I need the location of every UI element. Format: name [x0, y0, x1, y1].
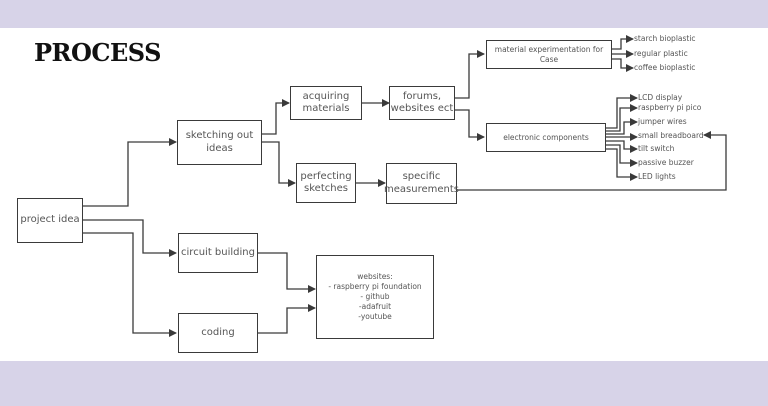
edge-project-sketching — [83, 138, 177, 207]
page-title: PROCESS — [34, 38, 161, 67]
node-label: circuit building — [181, 246, 255, 258]
edge-coding-websites — [258, 304, 316, 334]
edge-specific-breadboard — [457, 131, 727, 191]
edge-material-coffee — [612, 58, 634, 72]
node-label: coding — [201, 326, 235, 338]
node-label: electronic components — [503, 132, 589, 142]
node-circuit-building[interactable]: circuit building — [178, 233, 258, 273]
node-forums-websites[interactable]: forums, websites ect — [389, 86, 455, 120]
node-label: acquiring — [302, 90, 350, 102]
node-label: measurements — [384, 183, 459, 195]
websites-heading: websites: — [357, 271, 393, 281]
websites-item: - github — [360, 291, 390, 301]
edge-elec-led — [606, 148, 638, 181]
node-sketching-out-ideas[interactable]: sketching out ideas — [177, 120, 262, 165]
edge-sketching-acquiring — [262, 99, 290, 135]
leaf-raspberry-pi-pico: raspberry pi pico — [638, 103, 702, 112]
node-coding[interactable]: coding — [178, 313, 258, 353]
leaf-coffee-bioplastic: coffee bioplastic — [634, 63, 696, 72]
edge-elec-buzzer — [606, 144, 638, 167]
leaf-lcd-display: LCD display — [638, 93, 683, 102]
leaf-jumper-wires: jumper wires — [638, 117, 687, 126]
leaf-passive-buzzer: passive buzzer — [638, 158, 694, 167]
top-band — [0, 0, 768, 28]
leaf-tilt-switch: tilt switch — [638, 144, 675, 153]
node-label: sketches — [304, 183, 348, 194]
node-label: websites ect — [390, 103, 454, 114]
node-label: perfecting — [300, 170, 352, 182]
edge-elec-tilt — [606, 140, 638, 153]
edge-material-starch — [612, 35, 634, 50]
leaf-small-breadboard: small breadboard — [638, 131, 704, 140]
leaf-starch-bioplastic: starch bioplastic — [634, 34, 696, 43]
websites-item: -youtube — [358, 312, 392, 322]
node-websites[interactable]: websites: - raspberry pi foundation - gi… — [316, 255, 434, 339]
node-label: ideas — [206, 142, 233, 154]
node-specific-measurements[interactable]: specific measurements — [384, 163, 459, 204]
websites-item: -adafruit — [358, 302, 392, 312]
node-label: sketching out — [185, 130, 254, 141]
node-label: specific — [402, 171, 441, 182]
node-electronic-components[interactable]: electronic components — [486, 123, 606, 152]
node-acquiring-materials[interactable]: acquiring materials — [290, 86, 362, 120]
edge-elec-jumper — [606, 118, 638, 135]
edge-forums-electronic — [454, 109, 485, 141]
edge-project-coding — [83, 232, 177, 337]
node-material-experimentation[interactable]: material experimentation for Case — [486, 40, 612, 69]
edge-sketching-perfecting — [262, 141, 296, 187]
edge-forums-material — [454, 50, 485, 99]
node-perfecting-sketches[interactable]: perfecting sketches — [296, 163, 356, 203]
websites-item: - raspberry pi foundation — [328, 281, 422, 291]
leaf-regular-plastic: regular plastic — [634, 49, 688, 58]
node-project-idea[interactable]: project idea — [17, 198, 83, 243]
node-label: forums, — [402, 90, 442, 102]
bottom-band — [0, 361, 768, 406]
node-label: materials — [302, 103, 350, 114]
leaf-led-lights: LED lights — [638, 172, 676, 181]
edge-elec-pico — [606, 104, 638, 132]
node-label: material experimentation for Case — [494, 45, 604, 64]
edge-elec-lcd — [606, 94, 638, 129]
node-label: project idea — [20, 214, 80, 226]
edge-circuit-websites — [258, 252, 316, 293]
edge-project-circuit — [83, 219, 177, 257]
